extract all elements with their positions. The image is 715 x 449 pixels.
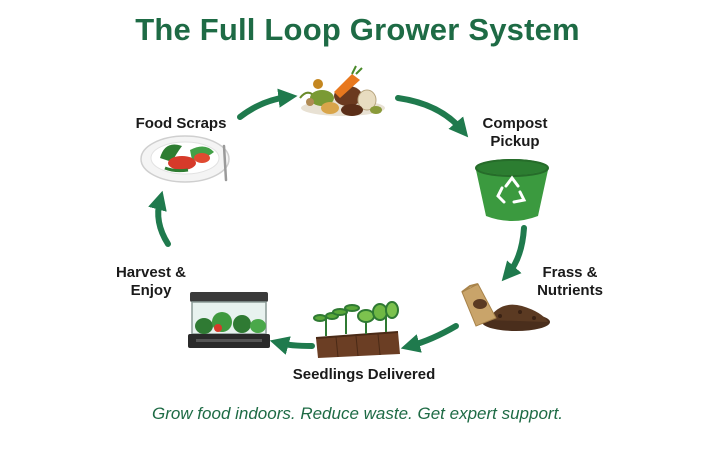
arrow-harvest-to-scraps	[148, 190, 171, 247]
plate-icon	[140, 135, 230, 183]
label-seedlings-delivered: Seedlings Delivered	[284, 366, 444, 384]
harvest-line2: Enjoy	[130, 282, 172, 299]
tagline: Grow food indoors. Reduce waste. Get exp…	[151, 404, 564, 423]
arrow-pile-to-bucket	[395, 95, 469, 138]
label-harvest-enjoy: Harvest & Enjoy	[100, 264, 202, 300]
food-scraps-text: Food Scraps	[135, 115, 227, 132]
compost-pickup-line2: Pickup	[490, 133, 540, 150]
arrow-scraps-to-pile	[237, 88, 298, 120]
label-food-scraps: Food Scraps	[128, 115, 234, 133]
food-scraps-pile-icon	[299, 65, 385, 116]
frass-line2: Nutrients	[537, 282, 603, 299]
indoor-grower-icon	[188, 292, 270, 348]
compost-pickup-line1: Compost	[482, 115, 548, 132]
frass-bag-icon	[461, 283, 550, 331]
diagram-title: The Full Loop Grower System	[135, 12, 580, 47]
label-compost-pickup: Compost Pickup	[466, 115, 564, 151]
frass-line1: Frass &	[542, 264, 598, 281]
seedlings-tray-icon	[313, 301, 400, 358]
label-frass-nutrients: Frass & Nutrients	[522, 264, 618, 300]
arrow-bucket-to-frass	[501, 225, 527, 282]
harvest-line1: Harvest &	[115, 264, 187, 281]
arrow-frass-to-seedlings	[400, 323, 459, 353]
arrow-seedlings-to-harvest	[269, 336, 315, 355]
recycle-icon	[496, 175, 527, 204]
cycle-arrows	[148, 88, 527, 355]
compost-bucket-icon	[475, 159, 549, 221]
seedlings-text: Seedlings Delivered	[292, 366, 436, 383]
